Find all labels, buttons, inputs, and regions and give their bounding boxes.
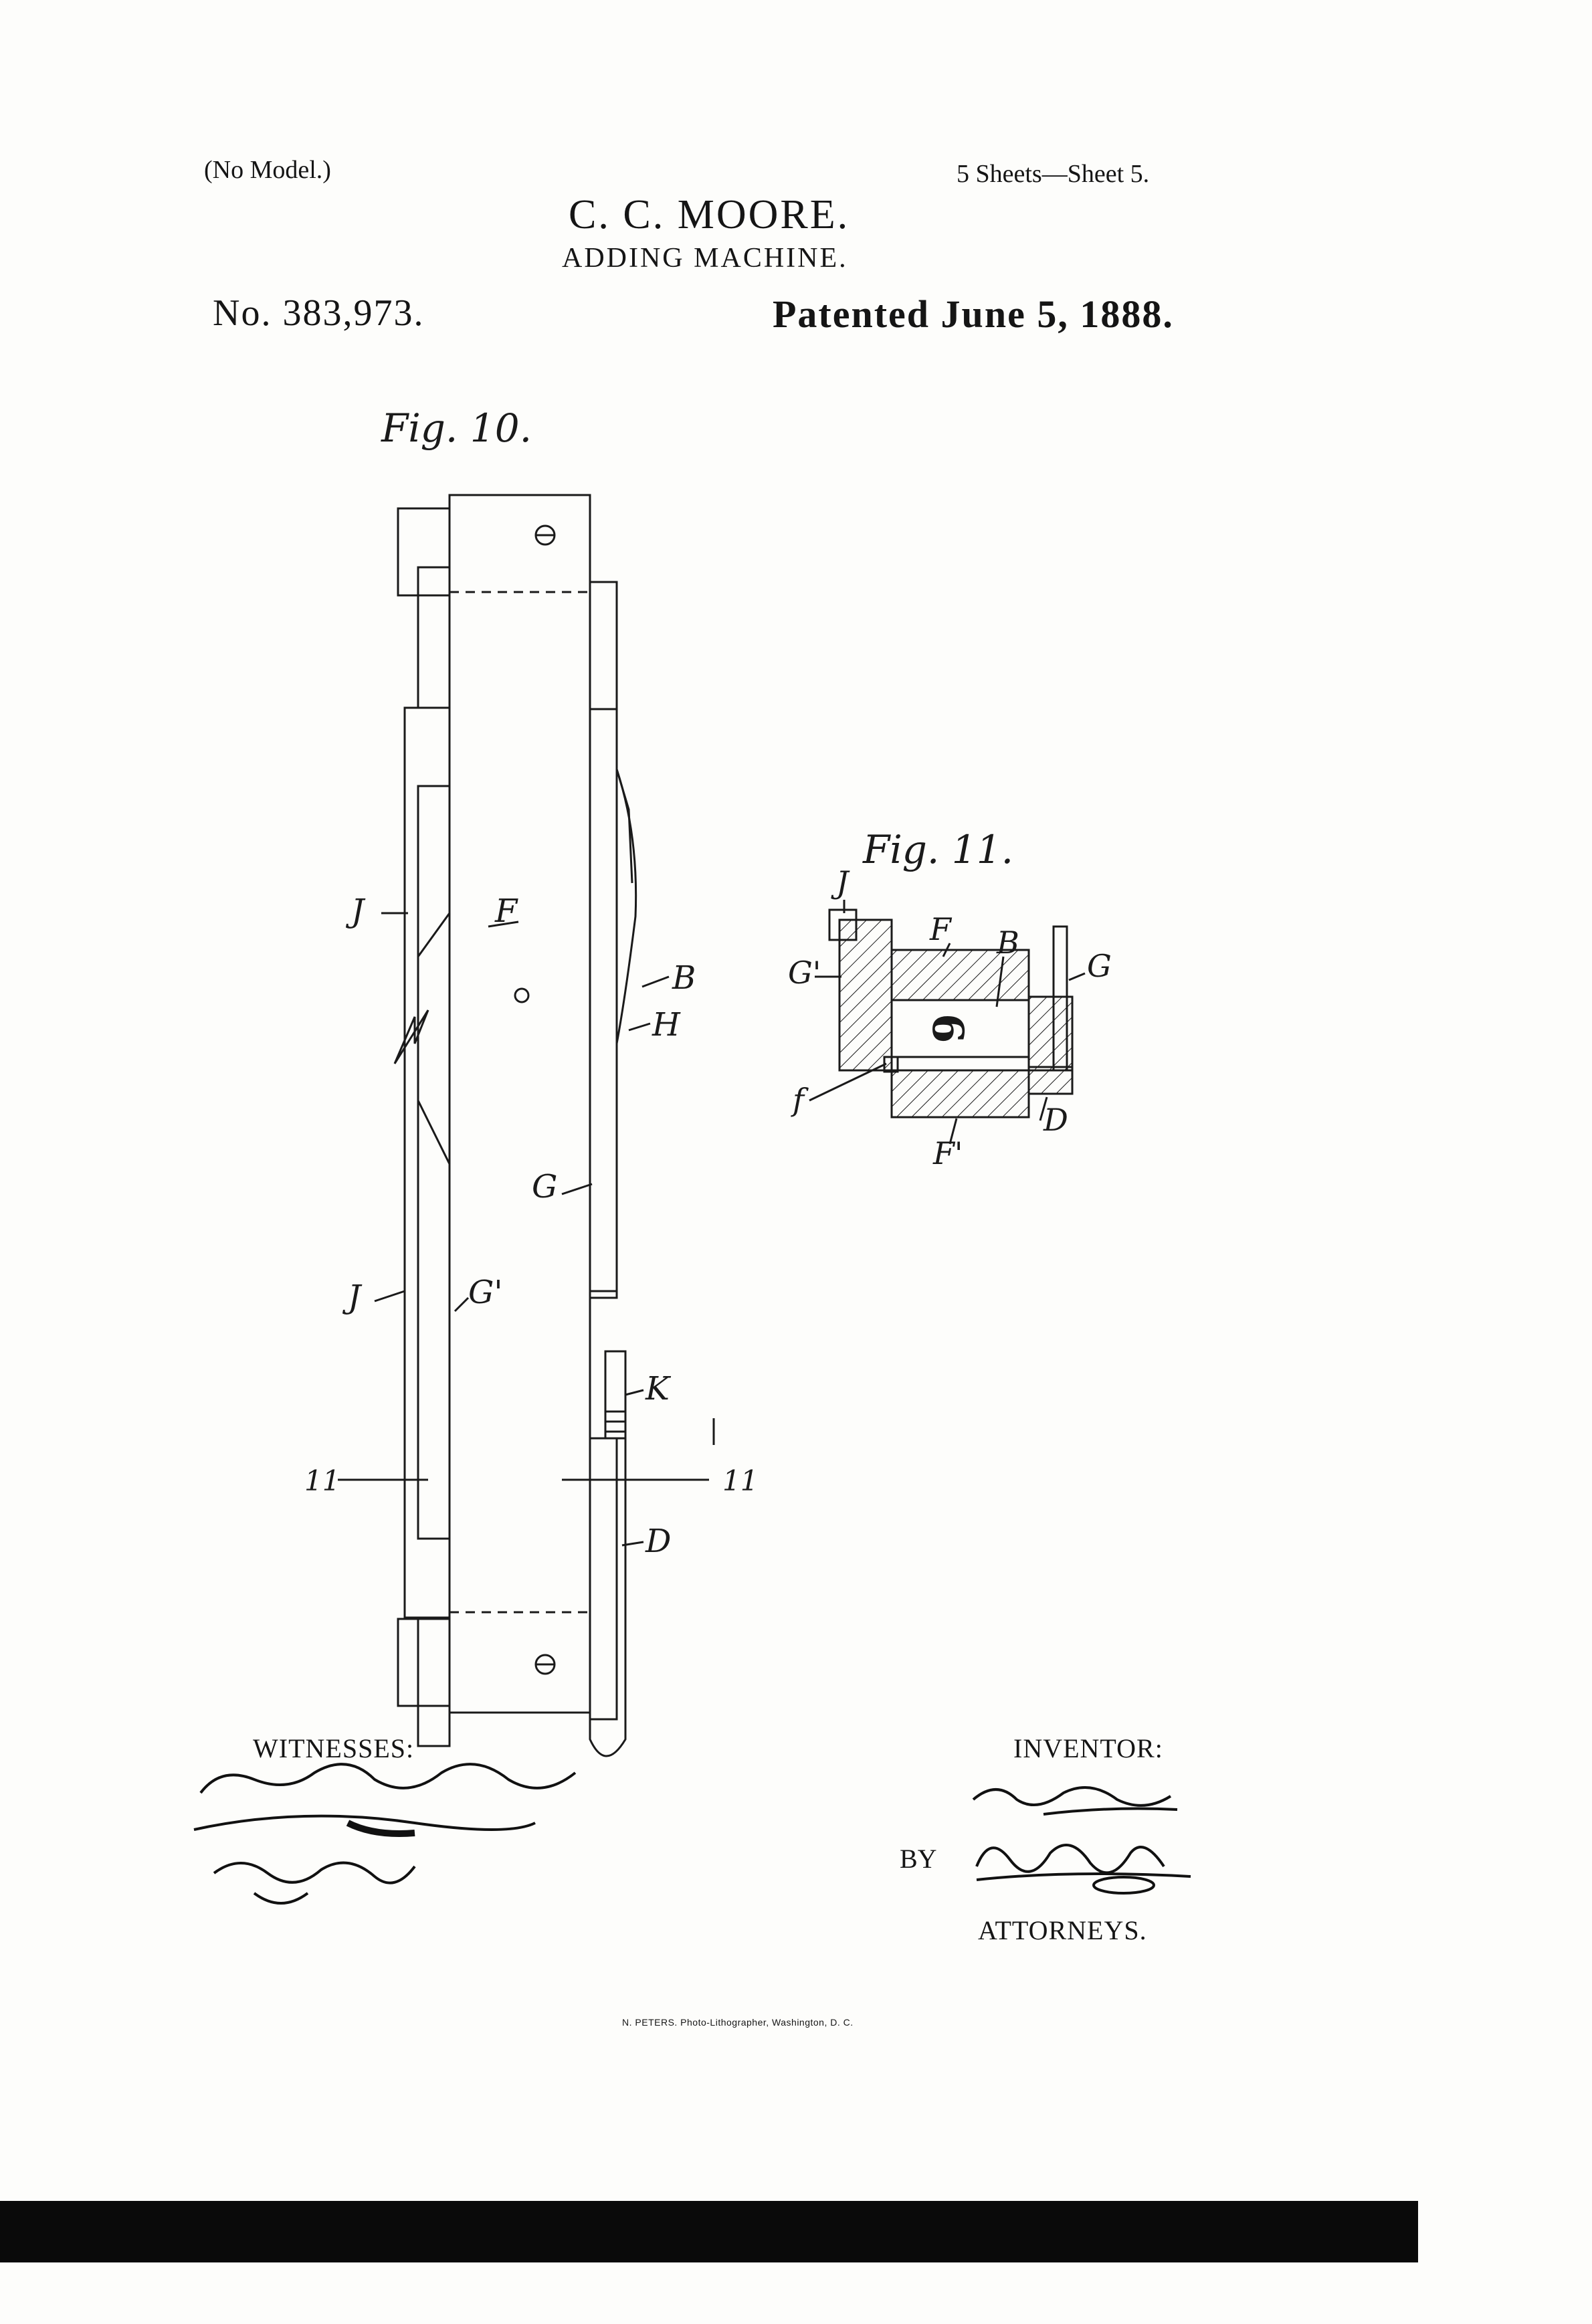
inventor-name-heading: C. C. MOORE. [569,192,850,237]
leader-D [621,1541,644,1547]
fig11-block-F-prime [890,1069,1030,1119]
fig11-label: Fig. 11. [862,827,1013,872]
witness-signature-2 [213,1861,416,1905]
fig11-label-J: J [831,864,850,900]
inventor-signature [972,1786,1178,1816]
fig11-block-G-prime [838,918,893,1072]
fig10-label-G: G [532,1168,557,1205]
pawl-lower [417,1100,451,1540]
invention-title: ADDING MACHINE. [562,243,848,274]
fig10-label-K: K [645,1370,672,1408]
leader-J2 [374,1290,405,1302]
fig11-label-G-prime: G' [788,955,821,991]
leader-G [561,1183,593,1195]
spring-H-inner [615,769,633,884]
attorney-signature [975,1844,1191,1895]
fig11-leader-F [942,943,951,957]
leader-K [625,1389,644,1396]
bar-G [589,581,618,1299]
piece-K [604,1350,627,1440]
bar-F [448,494,591,1714]
fig11-label-F-prime: F' [932,1135,963,1171]
bracket-bottom-left [397,1618,451,1707]
fig11-leader-f [809,1062,887,1102]
fig11-label-B: B [996,925,1019,961]
witness-signature-1 [193,1763,577,1837]
attorneys-label: ATTORNEYS. [978,1915,1147,1945]
fig10-label: Fig. 10. [381,405,532,451]
leader-F [488,921,519,928]
fig10-label-D: D [645,1523,671,1560]
fig10-label-B: B [672,959,696,997]
fig11-label-D: D [1043,1102,1068,1138]
witnesses-label: WITNESSES: [253,1733,415,1763]
section-marker-right: 11 [722,1464,758,1497]
by-label: BY [900,1844,937,1874]
fig11-label-G: G [1087,948,1112,984]
lithographer-credit: N. PETERS. Photo-Lithographer, Washingto… [622,2017,854,2028]
patent-number: No. 383,973. [213,292,425,334]
fig11-block-D [1027,1066,1074,1095]
scan-edge-bar [0,2201,1418,2262]
fig11-block-G [1027,995,1074,1068]
fig10-label-J2: J [342,1278,363,1316]
model-note: (No Model.) [204,156,331,184]
patent-date: Patented June 5, 1888. [773,292,1174,336]
plate-J [403,706,451,1619]
pawl-tip [393,1009,429,1064]
leader-H [628,1022,651,1032]
fig11-digit: 6 [922,1013,973,1044]
fig11-label-f: f [791,1082,809,1118]
fig11-J-tab [828,908,858,941]
bracket-top-left [397,507,451,597]
slider-D [589,1437,618,1721]
fig11-leader-B [995,956,1005,1007]
pawl-upper [417,785,451,960]
strip-bottom-left [417,1618,451,1747]
bar-G-inner [589,708,618,1292]
fig11-leader-D [1039,1096,1048,1121]
fig11-leader-G [1068,972,1086,981]
leader-G-prime [454,1296,470,1313]
strip-top-left [417,566,451,709]
spring-H [615,769,637,1044]
fig10-label-J: J [345,892,366,930]
fig11-leader-F-prime [949,1118,958,1145]
sheet-count: 5 Sheets—Sheet 5. [957,160,1150,188]
inventor-label: INVENTOR: [1013,1733,1163,1763]
leader-B [641,975,670,988]
fig11-label-F: F [929,911,953,947]
fig10-label-H: H [652,1006,681,1044]
slider-D-hook [589,1438,627,1757]
fig10-label-G-prime: G' [468,1274,503,1311]
pivot-hole [514,987,530,1003]
section-marker-left: 11 [304,1464,340,1497]
